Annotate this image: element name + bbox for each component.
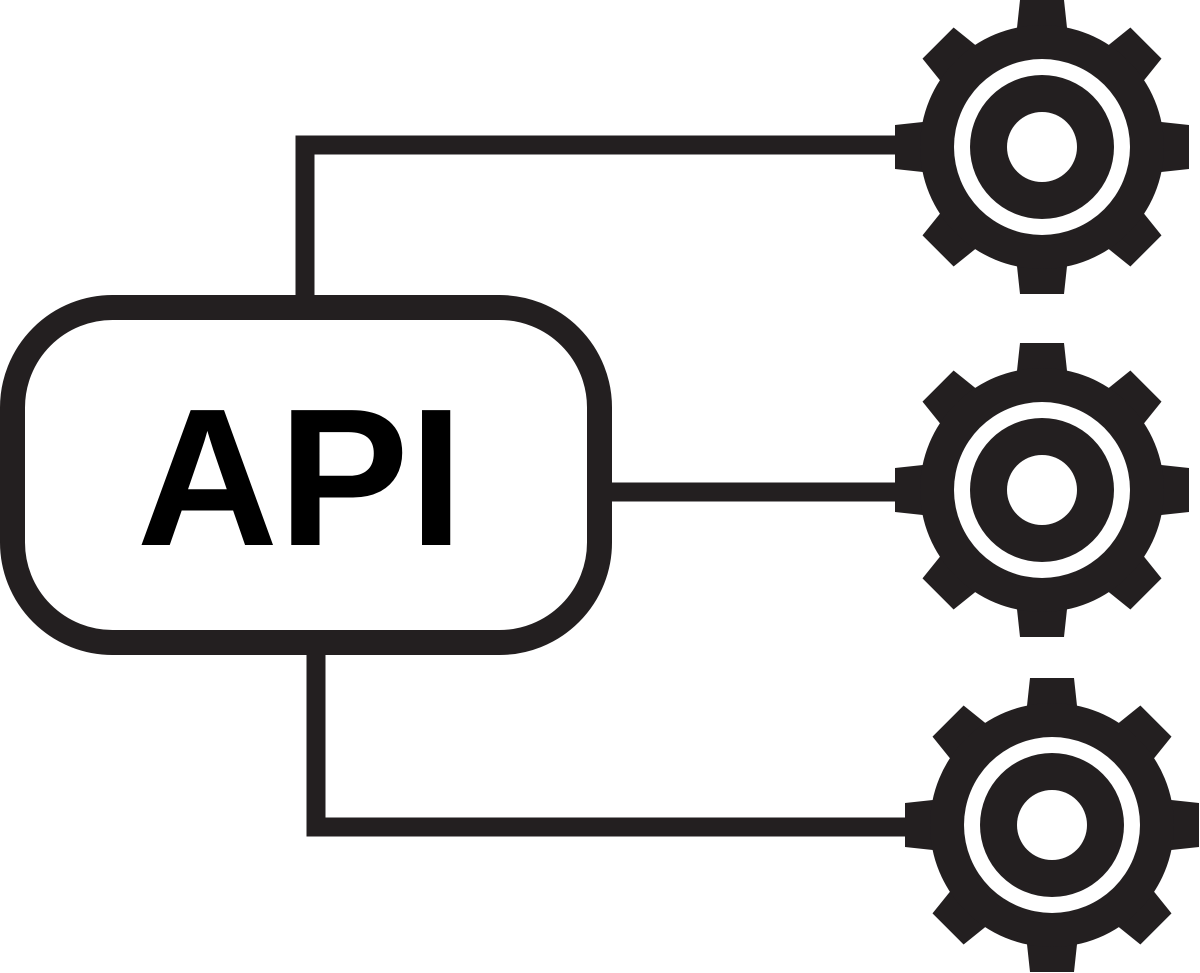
gear-tooth [1111, 705, 1172, 766]
gear-tooth [1101, 370, 1162, 431]
gear-tooth [1101, 549, 1162, 610]
gear-icon [895, 0, 1189, 294]
gear-icon [895, 343, 1189, 637]
gear-icon [905, 678, 1199, 972]
gear-hole [1007, 455, 1077, 525]
connector-api-to-gear-3 [306, 652, 910, 837]
gear-tooth [932, 884, 993, 945]
gear-tooth [1101, 27, 1162, 88]
gear-tooth [1101, 206, 1162, 267]
api-label: API [137, 368, 464, 587]
gear-tooth [1111, 884, 1172, 945]
gear-tooth [922, 27, 983, 88]
gear-tooth [922, 370, 983, 431]
gear-tooth [932, 705, 993, 766]
gear-hole [1007, 112, 1077, 182]
gear-hole [1017, 790, 1087, 860]
gear-tooth [922, 549, 983, 610]
gear-tooth [922, 206, 983, 267]
api-box [0, 295, 612, 655]
connector-api-to-gear-1 [295, 135, 900, 298]
